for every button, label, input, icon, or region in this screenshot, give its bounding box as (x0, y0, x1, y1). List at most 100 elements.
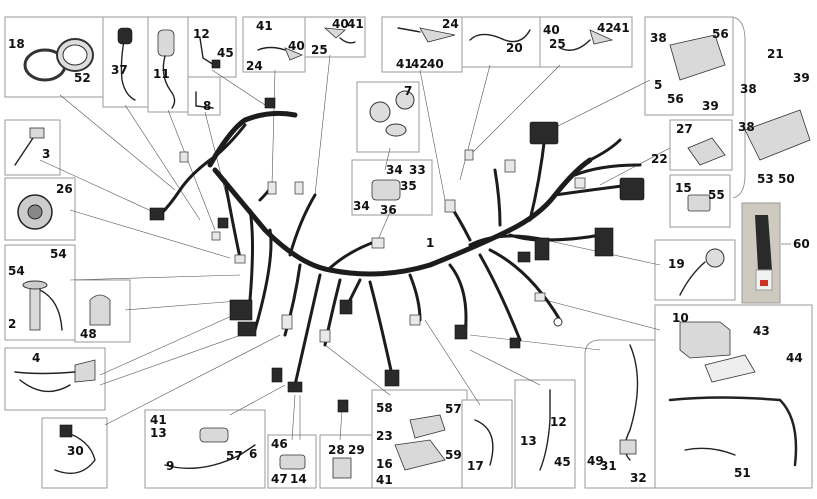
callout-34a: 34 (386, 163, 403, 177)
part-5-ecu (669, 34, 726, 81)
callout-56a: 56 (712, 27, 729, 41)
panel-starter (144, 409, 266, 489)
part-12-wire (199, 37, 215, 66)
callout-33: 33 (409, 163, 426, 177)
callout-49: 49 (587, 454, 604, 468)
panel-bracket-outline (732, 16, 746, 199)
callout-45a: 45 (217, 46, 234, 60)
callout-40a: 40 (288, 39, 305, 53)
callout-2: 2 (8, 317, 16, 331)
part-12-connector (211, 59, 221, 69)
part-20-wire (469, 29, 531, 43)
callout-54a: 54 (8, 264, 25, 278)
callout-24b: 24 (442, 17, 459, 31)
panel-20 (461, 16, 543, 68)
callout-52: 52 (74, 71, 91, 85)
part-37-wire (120, 34, 136, 101)
callout-41a: 41 (256, 19, 273, 33)
callout-42b: 42 (597, 21, 614, 35)
headlight-ring-parts (23, 38, 94, 82)
part-33-switch (371, 179, 401, 201)
callout-9: 9 (166, 459, 174, 473)
part-25b-wire (559, 39, 591, 51)
part-24-indicator (284, 47, 304, 61)
callout-22: 22 (651, 152, 668, 166)
callout-45b: 45 (554, 455, 571, 469)
callout-13b: 13 (520, 434, 537, 448)
part-2-grip (29, 284, 41, 331)
callout-39a: 39 (702, 99, 719, 113)
callout-14: 14 (290, 472, 307, 486)
part-32-sensor (619, 439, 637, 455)
panel-48 (74, 279, 131, 343)
part-11-wire (162, 55, 176, 109)
callout-29: 29 (348, 443, 365, 457)
callout-57b: 57 (445, 402, 462, 416)
part-24b-indicator (419, 27, 456, 43)
part-25-wire (339, 37, 356, 44)
callout-35: 35 (400, 179, 417, 193)
callout-18: 18 (8, 37, 25, 51)
callout-41e: 41 (150, 413, 167, 427)
part-50-bracket (744, 109, 811, 161)
part-19-wire (679, 261, 706, 296)
part-37-switch (117, 27, 133, 45)
panel-8 (187, 76, 221, 116)
callout-5: 5 (654, 78, 662, 92)
part-24b-wire (397, 27, 421, 33)
callout-41f: 41 (376, 473, 393, 487)
part-15-relay (687, 194, 711, 212)
part-10-battery (679, 321, 731, 359)
callout-10: 10 (672, 311, 689, 325)
part-4-switch (74, 359, 96, 383)
callout-46: 46 (271, 437, 288, 451)
callout-3: 3 (42, 147, 50, 161)
part-30-connector (59, 424, 73, 438)
callout-13a: 13 (150, 426, 167, 440)
callout-60: 60 (793, 237, 810, 251)
part-19-sensor (705, 248, 725, 268)
panel-17 (461, 399, 513, 489)
callout-48: 48 (80, 327, 97, 341)
part-14-sensor (279, 454, 306, 470)
callout-51: 51 (734, 466, 751, 480)
callout-34b: 34 (353, 199, 370, 213)
callout-50: 50 (778, 172, 795, 186)
callout-11: 11 (153, 67, 170, 81)
callout-16: 16 (376, 457, 393, 471)
part-27-module (687, 137, 726, 166)
callout-40d: 40 (543, 23, 560, 37)
callout-47: 47 (271, 472, 288, 486)
callout-25b: 25 (549, 37, 566, 51)
part-7-ignition (369, 101, 391, 123)
callout-8: 8 (203, 99, 211, 113)
callout-37: 37 (111, 63, 128, 77)
panel-24-41-40 (242, 16, 306, 73)
callout-56b: 56 (667, 92, 684, 106)
callout-41d: 41 (613, 21, 630, 35)
part-4-wire (14, 371, 76, 393)
part-48-boot (89, 294, 111, 326)
part-60-component (755, 215, 772, 270)
callout-12b: 12 (550, 415, 567, 429)
callout-4: 4 (32, 351, 40, 365)
leader-lines (39, 54, 671, 441)
callout-53: 53 (757, 172, 774, 186)
callout-54b: 54 (50, 247, 67, 261)
part-2-wire (39, 289, 63, 331)
callout-31: 31 (600, 459, 617, 473)
part-12b-wire (539, 389, 551, 471)
callout-24a: 24 (246, 59, 263, 73)
callout-labels: 1 2 3 4 5 6 7 8 9 10 11 12 12 13 13 14 1… (8, 17, 810, 487)
callout-41b: 41 (347, 17, 364, 31)
part-11-switch (157, 29, 175, 57)
callout-25a: 25 (311, 43, 328, 57)
part-23-relay (409, 414, 446, 439)
harness-connectors (149, 97, 645, 413)
callout-15: 15 (675, 181, 692, 195)
callout-28: 28 (328, 443, 345, 457)
main-wiring-harness (158, 110, 642, 387)
callout-38c: 38 (738, 120, 755, 134)
callout-44: 44 (786, 351, 803, 365)
